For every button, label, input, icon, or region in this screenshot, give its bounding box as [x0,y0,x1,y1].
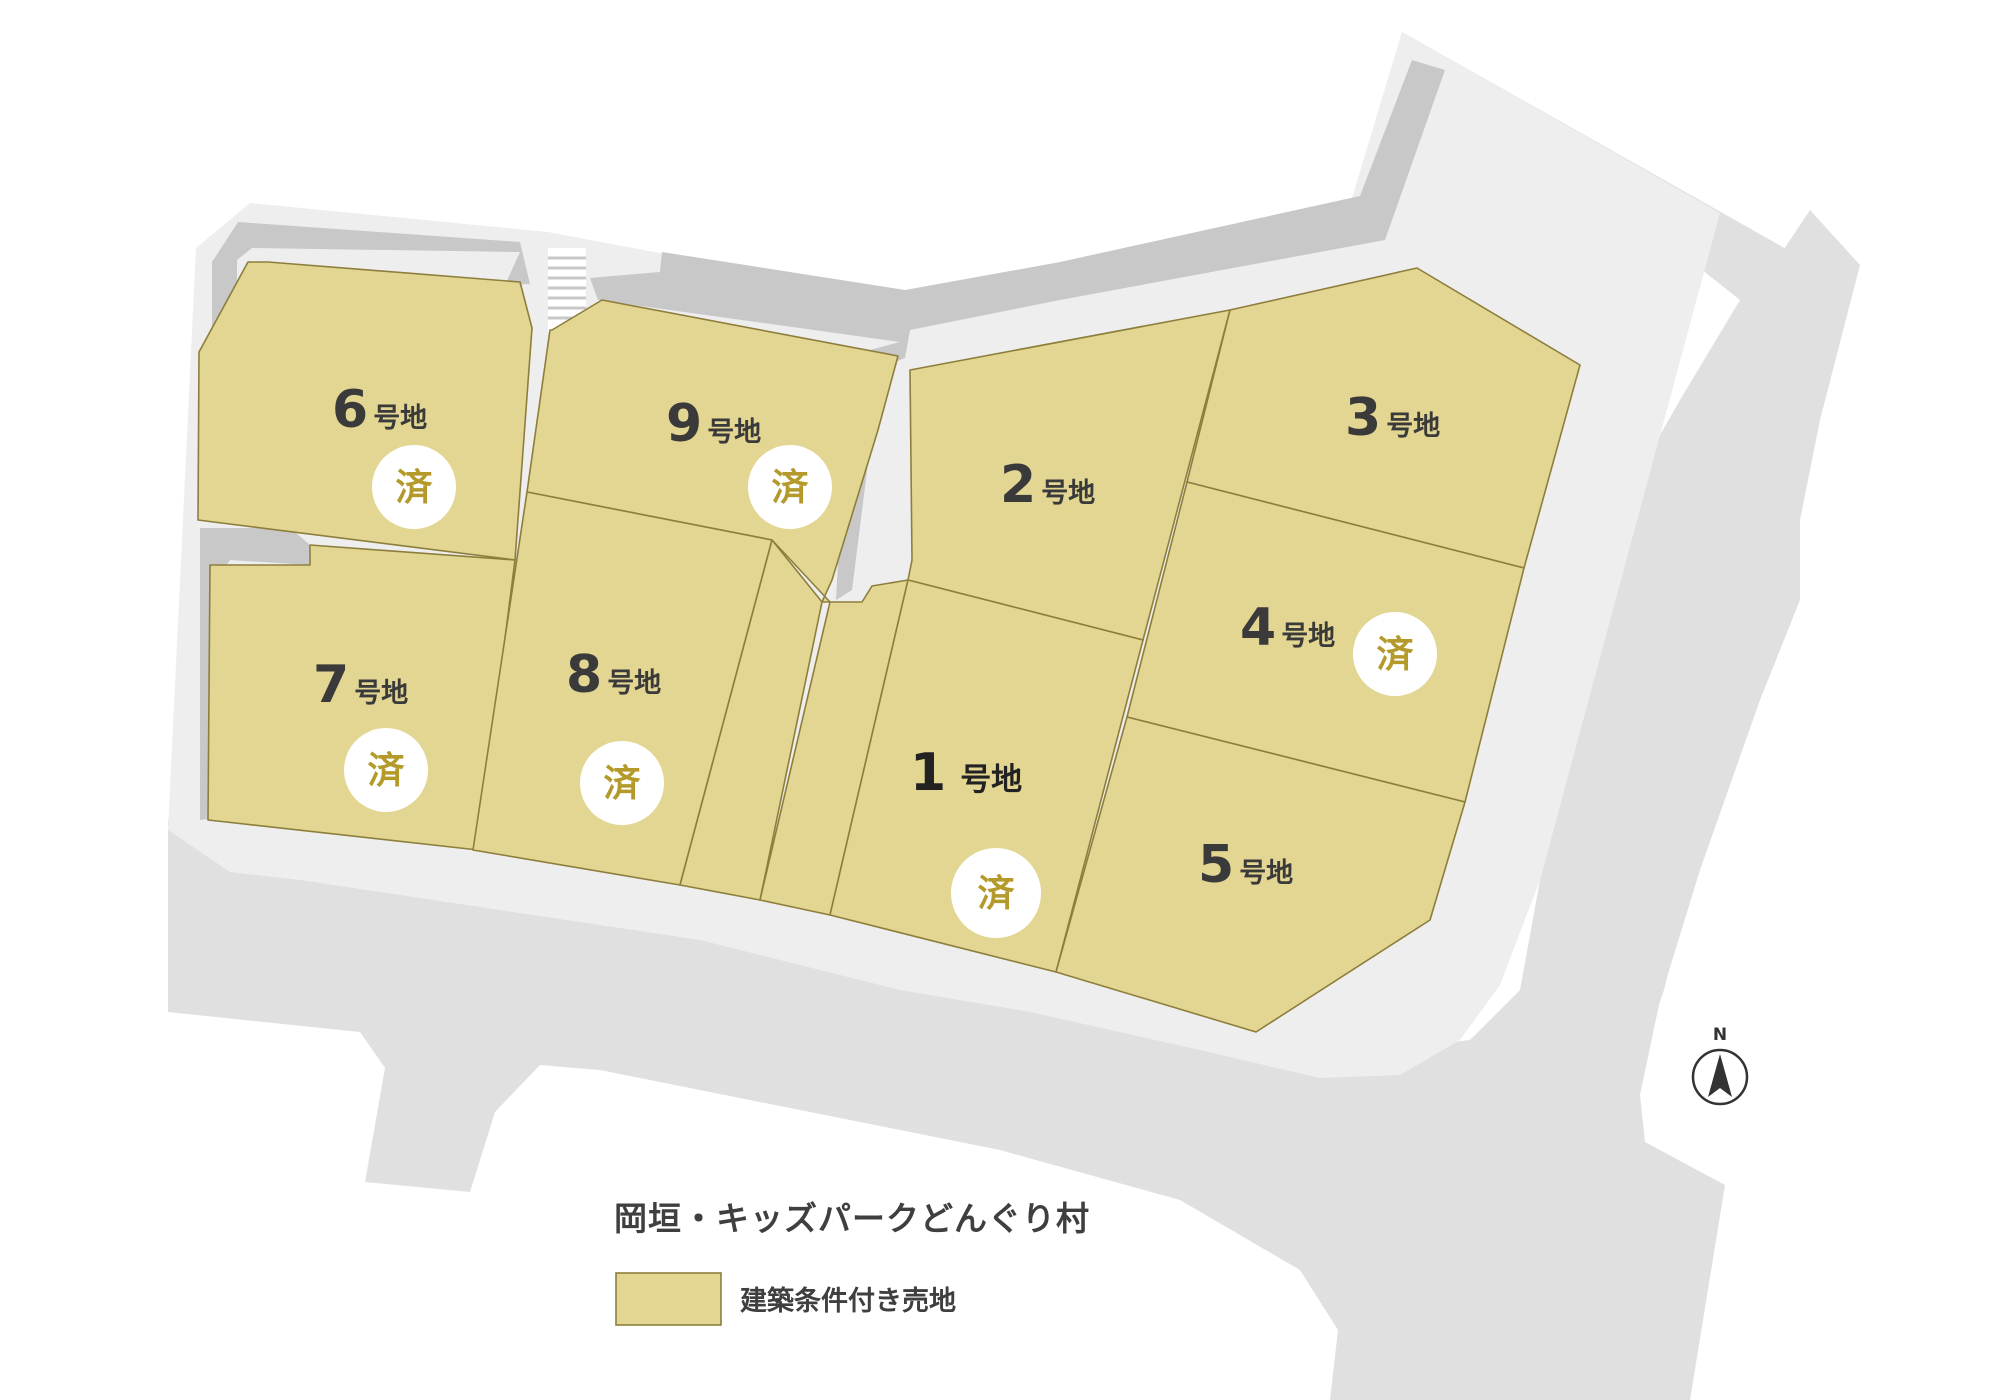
map-title: 岡垣・キッズパークどんぐり村 [614,1199,1090,1238]
sold-badge-4: 済 [1353,612,1437,696]
sold-badge-8: 済 [580,741,664,825]
east-road [1402,32,1850,1115]
legend-swatch-lot [615,1272,722,1326]
legend-area: 岡垣・キッズパークどんぐり村 建築条件付き売地 [614,1199,1090,1326]
svg-text:済: 済 [978,872,1016,915]
svg-text:済: 済 [1377,633,1415,676]
roads [168,32,1860,1400]
legend-label-lot: 建築条件付き売地 [740,1285,956,1317]
svg-text:済: 済 [396,466,434,509]
sold-badge-9: 済 [748,445,832,529]
svg-text:済: 済 [368,749,406,792]
svg-text:済: 済 [604,762,642,805]
sold-badge-7: 済 [344,728,428,812]
lot-7[interactable] [207,544,516,851]
lots [197,261,1581,1033]
main-road [168,210,1860,1400]
stairs-steps [548,256,586,320]
north-wall-left [212,222,530,350]
north-arrow-icon [1708,1054,1732,1097]
sold-badge-6: 済 [372,445,456,529]
lot-3[interactable] [1186,267,1581,569]
sold-badge-1: 済 [951,848,1041,938]
lot-5[interactable] [1055,716,1466,1033]
north-label: N [1713,1025,1727,1045]
north-arrow: N [1691,1025,1749,1106]
svg-text:済: 済 [772,466,810,509]
sold-badges: 済 済 済 済 済 済 [344,445,1437,938]
